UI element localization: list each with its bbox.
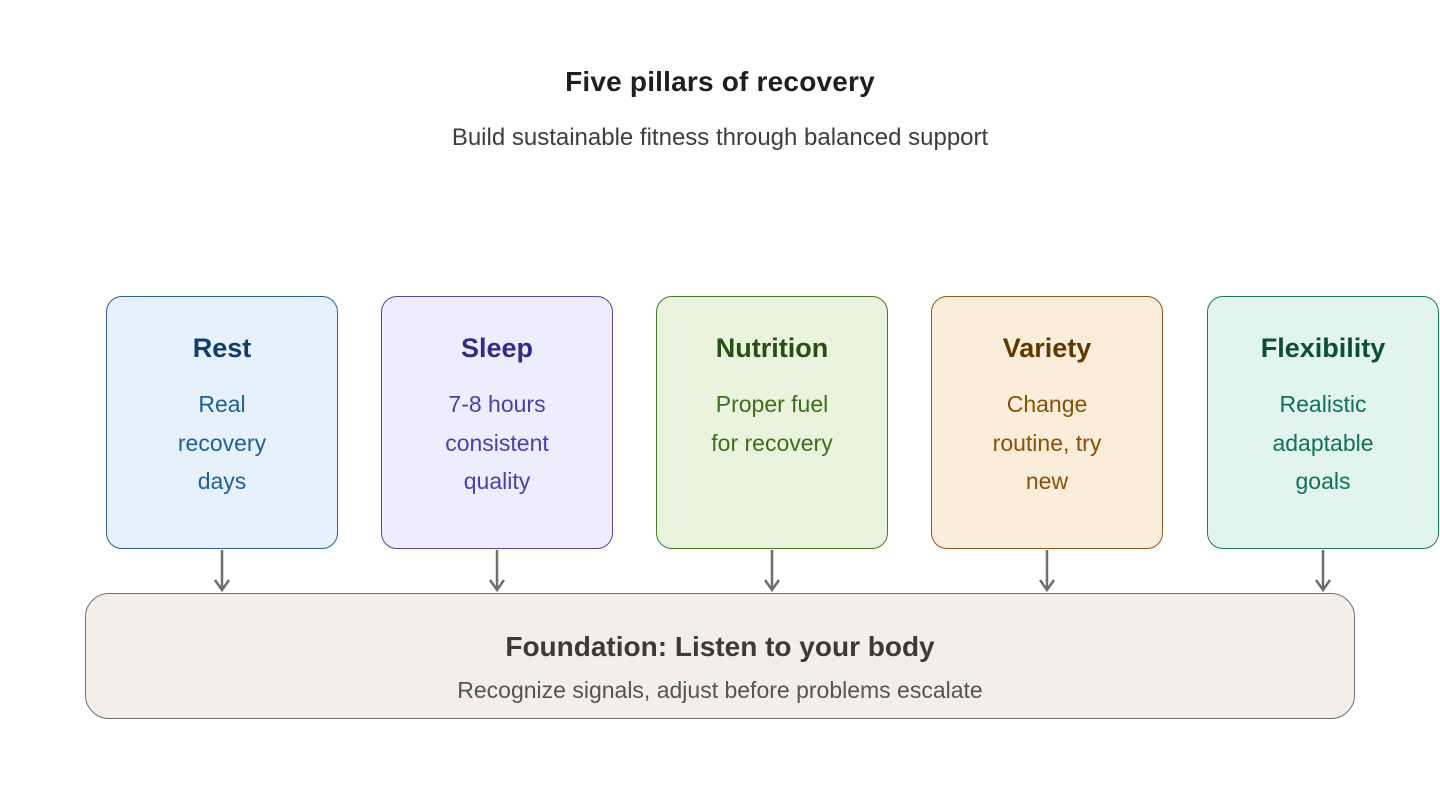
pillar-rest: Rest Real recovery days bbox=[106, 296, 338, 549]
arrow-nutrition-to-foundation bbox=[763, 550, 781, 593]
pillar-description: Proper fuel for recovery bbox=[711, 391, 833, 456]
pillar-sleep: Sleep 7-8 hours consistent quality bbox=[381, 296, 613, 549]
diagram-title: Five pillars of recovery bbox=[565, 66, 875, 97]
pillar-description: Real recovery days bbox=[177, 391, 267, 494]
pillar-description: Change routine, try new bbox=[992, 391, 1102, 494]
pillar-title: Nutrition bbox=[715, 333, 829, 363]
arrow-variety-to-foundation bbox=[1038, 550, 1056, 593]
pillar-title: Rest bbox=[192, 333, 252, 363]
diagram-subtitle: Build sustainable fitness through balanc… bbox=[451, 124, 989, 151]
arrow-flexibility-to-foundation bbox=[1314, 550, 1332, 593]
pillar-title: Sleep bbox=[460, 333, 534, 363]
pillar-variety: Variety Change routine, try new bbox=[931, 296, 1163, 549]
pillar-title: Flexibility bbox=[1260, 333, 1386, 363]
pillar-description: 7-8 hours consistent quality bbox=[445, 391, 549, 494]
foundation-description: Recognize signals, adjust before problem… bbox=[457, 677, 983, 703]
arrow-sleep-to-foundation bbox=[488, 550, 506, 593]
pillar-nutrition: Nutrition Proper fuel for recovery bbox=[656, 296, 888, 549]
pillar-description: Realistic adaptable goals bbox=[1272, 391, 1374, 494]
foundation-title: Foundation: Listen to your body bbox=[505, 631, 935, 662]
pillar-title: Variety bbox=[1002, 333, 1092, 363]
pillar-flexibility: Flexibility Realistic adaptable goals bbox=[1207, 296, 1439, 549]
foundation-box: Foundation: Listen to your body Recogniz… bbox=[85, 593, 1355, 719]
arrow-rest-to-foundation bbox=[213, 550, 231, 593]
